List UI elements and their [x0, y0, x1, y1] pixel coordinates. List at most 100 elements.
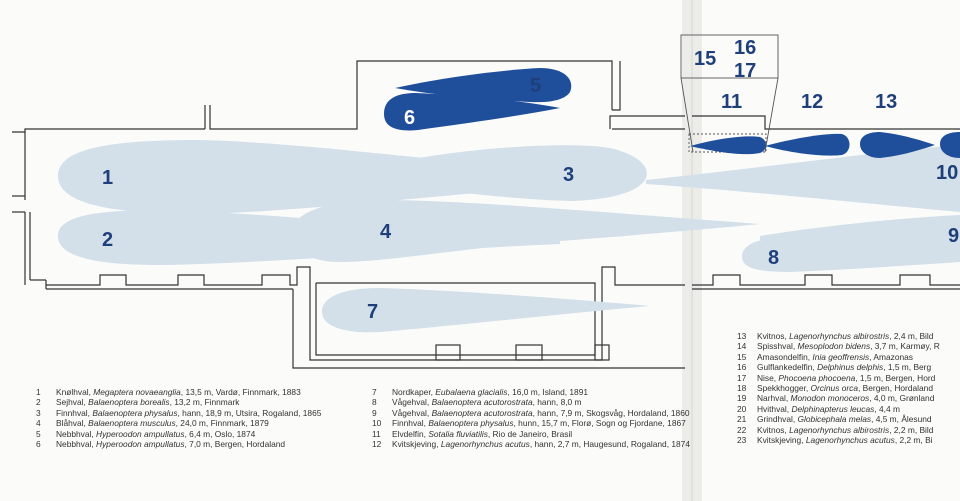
caption-common-name: Kvitskjeving, [757, 435, 806, 446]
caption-number: 10 [372, 418, 382, 429]
label-6: 6 [404, 107, 415, 129]
caption-item: 1 Knølhval, Megaptera novaeanglia, 13,5 m… [36, 387, 321, 397]
caption-details: , 4,0 m, Grønland [869, 393, 935, 404]
caption-text: Sejhval, Balaenoptera borealis, 13,2 m, … [56, 397, 239, 407]
caption-text: Nise, Phocoena phocoena, 1,5 m, Bergen, … [757, 373, 935, 383]
caption-details: , Bergen, Hordaland [858, 383, 933, 394]
caption-text: Kvitskjeving, Lagenorhynchus acutus, han… [392, 439, 690, 449]
caption-latin-name: Balaenoptera physalus [428, 418, 514, 429]
whale-3-shape [356, 145, 647, 201]
caption-details: , hann, 8,0 m [532, 397, 582, 408]
caption-common-name: Nebbhval, [56, 439, 97, 450]
caption-latin-name: Balaenoptera borealis [88, 397, 170, 408]
caption-text: Kvitnos, Lagenorhynchus albirostris, 2,2… [757, 425, 933, 435]
label-17: 17 [734, 60, 756, 82]
caption-text: Nebbhval, Hyperoodon ampullatus, 6,4 m, … [56, 429, 255, 439]
caption-item: 14 Spisshval, Mesoplodon bidens, 3,7 m, K… [737, 341, 960, 351]
caption-text: Vågehval, Balaenoptera acutorostrata, ha… [392, 397, 582, 407]
caption-common-name: Amasondelfin, [757, 351, 813, 362]
caption-latin-name: Delphinapterus leucas [791, 403, 875, 414]
caption-common-name: Knølhval, [56, 387, 94, 397]
caption-number: 4 [36, 418, 41, 429]
caption-number: 6 [36, 439, 41, 450]
caption-item: 18 Spekkhogger, Orcinus orca, Bergen, Hor… [737, 383, 960, 393]
whale-10-shape [646, 145, 960, 212]
caption-item: 10 Finnhval, Balaenoptera physalus, hunn,… [372, 418, 690, 428]
caption-list-middle: 7 Nordkaper, Eubalaena glacialis, 16,0 m,… [372, 387, 690, 449]
caption-common-name: Finnhval, [392, 418, 429, 429]
caption-common-name: Gulflankedelfin, [757, 362, 818, 373]
caption-latin-name: Delphinus delphis [817, 362, 884, 373]
caption-details: , 1,5 m, Berg [883, 362, 932, 373]
caption-number: 14 [737, 341, 747, 352]
caption-common-name: Nordkaper, [392, 387, 436, 397]
caption-number: 15 [737, 351, 747, 362]
caption-text: Finnhval, Balaenoptera physalus, hann, 1… [56, 408, 321, 418]
caption-number: 7 [372, 387, 377, 397]
label-5: 5 [530, 75, 541, 97]
caption-text: Knølhval, Megaptera novaeanglia, 13,5 m,… [56, 387, 301, 397]
caption-details: , 6,4 m, Oslo, 1874 [184, 428, 256, 439]
caption-text: Nebbhval, Hyperoodon ampullatus, 7,0 m, … [56, 439, 285, 449]
caption-latin-name: Hyperoodon ampullatus [96, 439, 185, 450]
caption-item: 11 Elvdelfin, Sotalia fluviatilis, Rio de… [372, 429, 690, 439]
label-4: 4 [380, 221, 392, 243]
caption-latin-name: Balaenoptera acutorostrata [431, 397, 533, 408]
caption-common-name: Kvitnos, [757, 424, 790, 435]
whale-8-shape [742, 237, 960, 272]
label-16: 16 [734, 37, 756, 59]
label-7: 7 [367, 301, 378, 323]
caption-details: , Rio de Janeiro, Brasil [487, 428, 573, 439]
caption-number: 8 [372, 397, 377, 408]
caption-number: 13 [737, 331, 747, 341]
caption-number: 23 [737, 435, 747, 446]
caption-latin-name: Lagenorhynchus acutus [440, 439, 530, 450]
caption-number: 2 [36, 397, 41, 408]
caption-common-name: Nise, [757, 372, 779, 383]
caption-latin-name: Balaenoptera physalus [92, 407, 178, 418]
caption-list-left: 1 Knølhval, Megaptera novaeanglia, 13,5 m… [36, 387, 321, 449]
whale-14-shape [940, 132, 960, 158]
caption-text: Elvdelfin, Sotalia fluviatilis, Rio de J… [392, 429, 572, 439]
small-whales [384, 68, 960, 158]
caption-details: , 16,0 m, Island, 1891 [507, 387, 589, 397]
label-1: 1 [102, 167, 113, 189]
caption-details: , 13,5 m, Vardø, Finnmark, 1883 [180, 387, 301, 397]
caption-text: Grindhval, Globicephala melas, 4,5 m, Ål… [757, 414, 932, 424]
caption-latin-name: Mesoplodon bidens [797, 341, 871, 352]
caption-number: 18 [737, 383, 747, 394]
caption-latin-name: Hyperoodon ampullatus [96, 428, 185, 439]
whale-5-shape [395, 68, 572, 103]
label-12: 12 [801, 91, 823, 113]
caption-latin-name: Monodon monoceros [790, 393, 870, 404]
caption-text: Spisshval, Mesoplodon bidens, 3,7 m, Kar… [757, 341, 940, 351]
caption-text: Spekkhogger, Orcinus orca, Bergen, Horda… [757, 383, 933, 393]
caption-common-name: Kvitnos, [757, 331, 790, 341]
caption-details: , hann, 7,9 m, Skogsvåg, Hordaland, 1860 [532, 407, 690, 418]
caption-common-name: Nebbhval, [56, 428, 97, 439]
caption-number: 1 [36, 387, 41, 397]
caption-common-name: Blåhval, [56, 418, 89, 429]
caption-text: Gulflankedelfin, Delphinus delphis, 1,5 … [757, 362, 931, 372]
label-13: 13 [875, 91, 897, 113]
caption-text: Finnhval, Balaenoptera physalus, hunn, 1… [392, 418, 686, 428]
caption-details: , 13,2 m, Finnmark [169, 397, 240, 408]
caption-number: 11 [372, 428, 381, 439]
caption-common-name: Finnhval, [56, 407, 93, 418]
whale-4-shape [292, 200, 760, 262]
label-2: 2 [102, 229, 113, 251]
caption-latin-name: Eubalaena glacialis [435, 387, 508, 397]
caption-details: , 1,5 m, Bergen, Hord [855, 372, 936, 383]
